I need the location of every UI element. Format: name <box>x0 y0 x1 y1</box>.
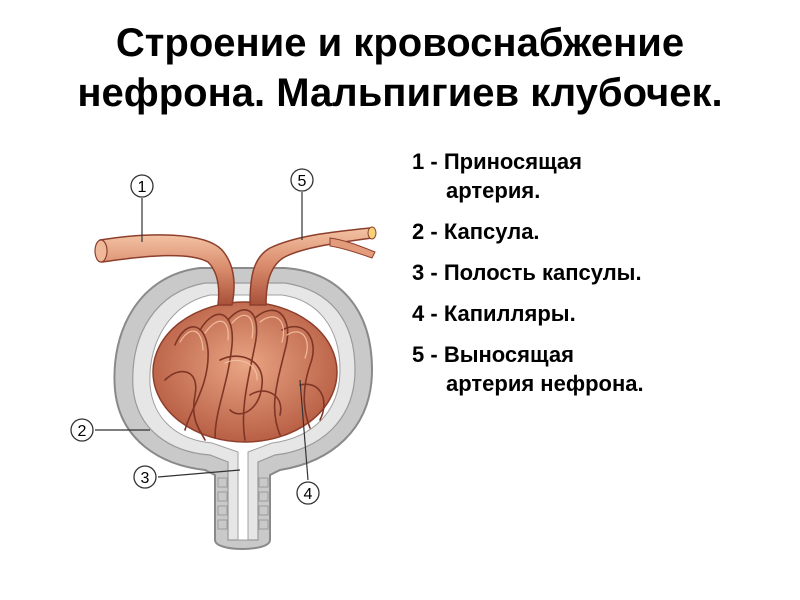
marker-4-label: 4 <box>304 486 313 503</box>
nephron-glomerulus-diagram: 1 5 2 3 4 <box>70 168 377 550</box>
marker-2-label: 2 <box>78 423 87 440</box>
marker-2: 2 <box>70 418 94 442</box>
legend-item-4: 4 - Капилляры. <box>412 299 792 328</box>
legend-text: Полость капсулы. <box>443 260 642 285</box>
efferent-branch <box>329 237 376 259</box>
legend-number: 5 - <box>412 342 438 367</box>
slide-title: Строение и кровоснабжение нефрона. Мальп… <box>0 18 800 118</box>
capillary-tuft <box>152 301 338 443</box>
legend-number: 3 - <box>412 260 438 285</box>
afferent-artery <box>99 234 235 306</box>
legend-number: 4 - <box>412 301 438 326</box>
marker-3-label: 3 <box>141 470 150 487</box>
legend-text-continued: артерия. <box>446 178 541 203</box>
marker-1-label: 1 <box>138 179 147 196</box>
legend-text-continued: артерия нефрона. <box>446 371 644 396</box>
leader-line-3 <box>157 469 241 478</box>
legend-text: Капилляры. <box>443 301 576 326</box>
afferent-artery-end <box>94 239 108 263</box>
marker-3: 3 <box>133 465 157 489</box>
title-line-1: Строение и кровоснабжение <box>115 21 685 65</box>
legend-number: 1 - <box>412 149 438 174</box>
legend-text: Выносящая <box>443 342 574 367</box>
marker-5: 5 <box>290 168 314 192</box>
legend-text: Капсула. <box>443 219 540 244</box>
marker-1: 1 <box>130 174 154 198</box>
leader-line-4 <box>299 379 309 481</box>
legend-text: Приносящая <box>443 149 582 174</box>
marker-4: 4 <box>296 481 320 505</box>
marker-5-label: 5 <box>298 173 307 190</box>
legend-list: 1 - Приносящая артерия. 2 - Капсула. 3 -… <box>412 147 792 410</box>
legend-item-2: 2 - Капсула. <box>412 217 792 246</box>
legend-item-3: 3 - Полость капсулы. <box>412 258 792 287</box>
title-line-2: нефрона. Мальпигиев клубочек. <box>77 71 723 115</box>
efferent-artery-end <box>367 226 377 240</box>
legend-item-1: 1 - Приносящая артерия. <box>412 147 792 205</box>
legend-item-5: 5 - Выносящая артерия нефрона. <box>412 340 792 398</box>
legend-number: 2 - <box>412 219 438 244</box>
